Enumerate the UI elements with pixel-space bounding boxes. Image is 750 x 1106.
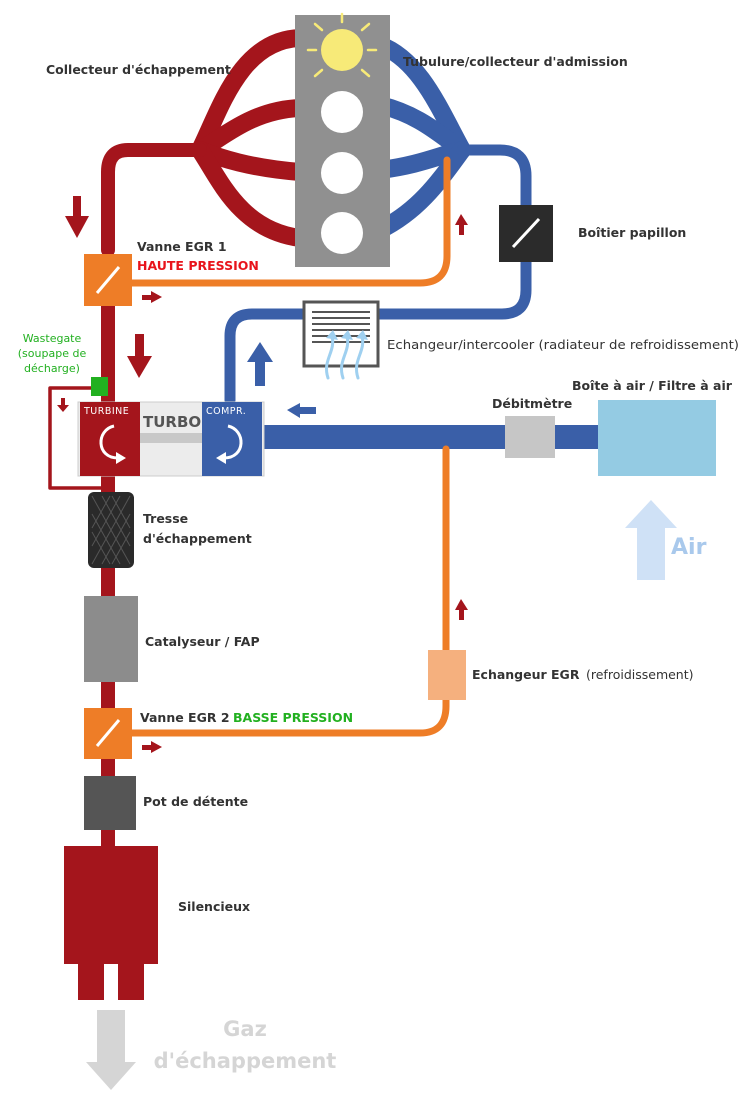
label-braid-l2: d'échappement [143,531,252,546]
label-egr-cooler-name: Echangeur EGR [472,667,580,682]
air-inlet-arrow-icon [625,500,677,580]
label-gas-l1: Gaz [223,1017,267,1041]
label-throttle: Boîtier papillon [578,225,686,240]
arrow-down-icon [65,196,89,238]
arrow-down-icon [127,334,152,378]
egr-lp-pipe [128,696,450,737]
exhaust-pipe-collector [101,143,207,257]
turbocharger [77,401,265,477]
wastegate-bypass [48,386,110,490]
arrow-left-icon [287,403,316,418]
label-muffler: Silencieux [178,899,250,914]
label-gas-l2: d'échappement [154,1049,337,1073]
label-wastegate-l3: décharge) [24,362,80,375]
arrow-down-icon [57,398,69,412]
arrow-up-icon [455,599,468,620]
flow-arrows [57,196,468,753]
label-compressor: COMPR. [206,406,246,417]
exhaust-runner-1 [191,29,309,159]
cylinder-4 [321,212,363,254]
egr1-valve [84,254,132,306]
label-turbine: TURBINE [83,406,129,417]
flowmeter [505,416,555,458]
compressor-rotation-icon [223,424,243,460]
label-wastegate-l2: (soupape de [18,347,87,360]
turbine-rotation-icon [99,424,119,460]
label-catalyst: Catalyseur / FAP [145,634,260,649]
label-egr1-name: Vanne EGR 1 [137,239,227,254]
label-braid-l1: Tresse [143,511,188,526]
throttle-body [499,205,553,262]
wastegate-valve [91,377,108,396]
cylinder-3 [321,152,363,194]
label-flowmeter: Débitmètre [492,396,572,411]
expansion-chamber [84,776,136,830]
label-egr2-type: BASSE PRESSION [233,710,353,725]
turbine-wheel [80,402,140,476]
label-exhaust-manifold: Collecteur d'échappement [46,62,231,77]
label-egr-cooler-note: (refroidissement) [586,667,694,682]
exhaust-outlet-arrow-icon [86,1010,136,1090]
arrow-up-icon [247,342,273,386]
cylinder-1 [321,29,363,71]
egr2-valve [84,708,132,759]
turbo-shaft [140,433,202,443]
intercooler [302,300,380,380]
egr-cooler [428,650,466,700]
exhaust-runner-4 [191,141,309,247]
label-wastegate-l1: Wastegate [23,332,82,345]
compressor-wheel [202,402,262,476]
air-box [598,400,716,476]
engine-block [295,12,390,267]
cylinder-2 [321,91,363,133]
egr-circuit [128,156,451,737]
label-egr1-type: HAUTE PRESSION [137,258,259,273]
intake-pipe-throttle [456,144,532,216]
muffler [64,846,158,1000]
intake-runner-4 [371,141,471,239]
label-intercooler: Echangeur/intercooler (radiateur de refr… [387,337,739,352]
cooling-arrows-icon [325,334,365,380]
label-intake-manifold: Tubulure/collecteur d'admission [403,54,628,69]
label-expansion: Pot de détente [143,794,248,809]
label-air: Air [671,535,707,560]
exhaust-braid [88,492,134,568]
label-airbox: Boîte à air / Filtre à air [572,378,733,393]
intake-pipe-intercooler-compressor [224,308,312,406]
label-turbo: TURBO [143,413,201,431]
catalyst-fap [84,596,138,682]
arrow-right-icon [142,741,162,753]
arrow-right-icon [142,291,162,303]
spark-icon [306,12,378,78]
intake-pipe-throttle-intercooler [372,256,532,320]
label-egr2-name: Vanne EGR 2 [140,710,230,725]
egr-hp-pipe [128,156,451,287]
arrow-up-icon [455,214,468,235]
